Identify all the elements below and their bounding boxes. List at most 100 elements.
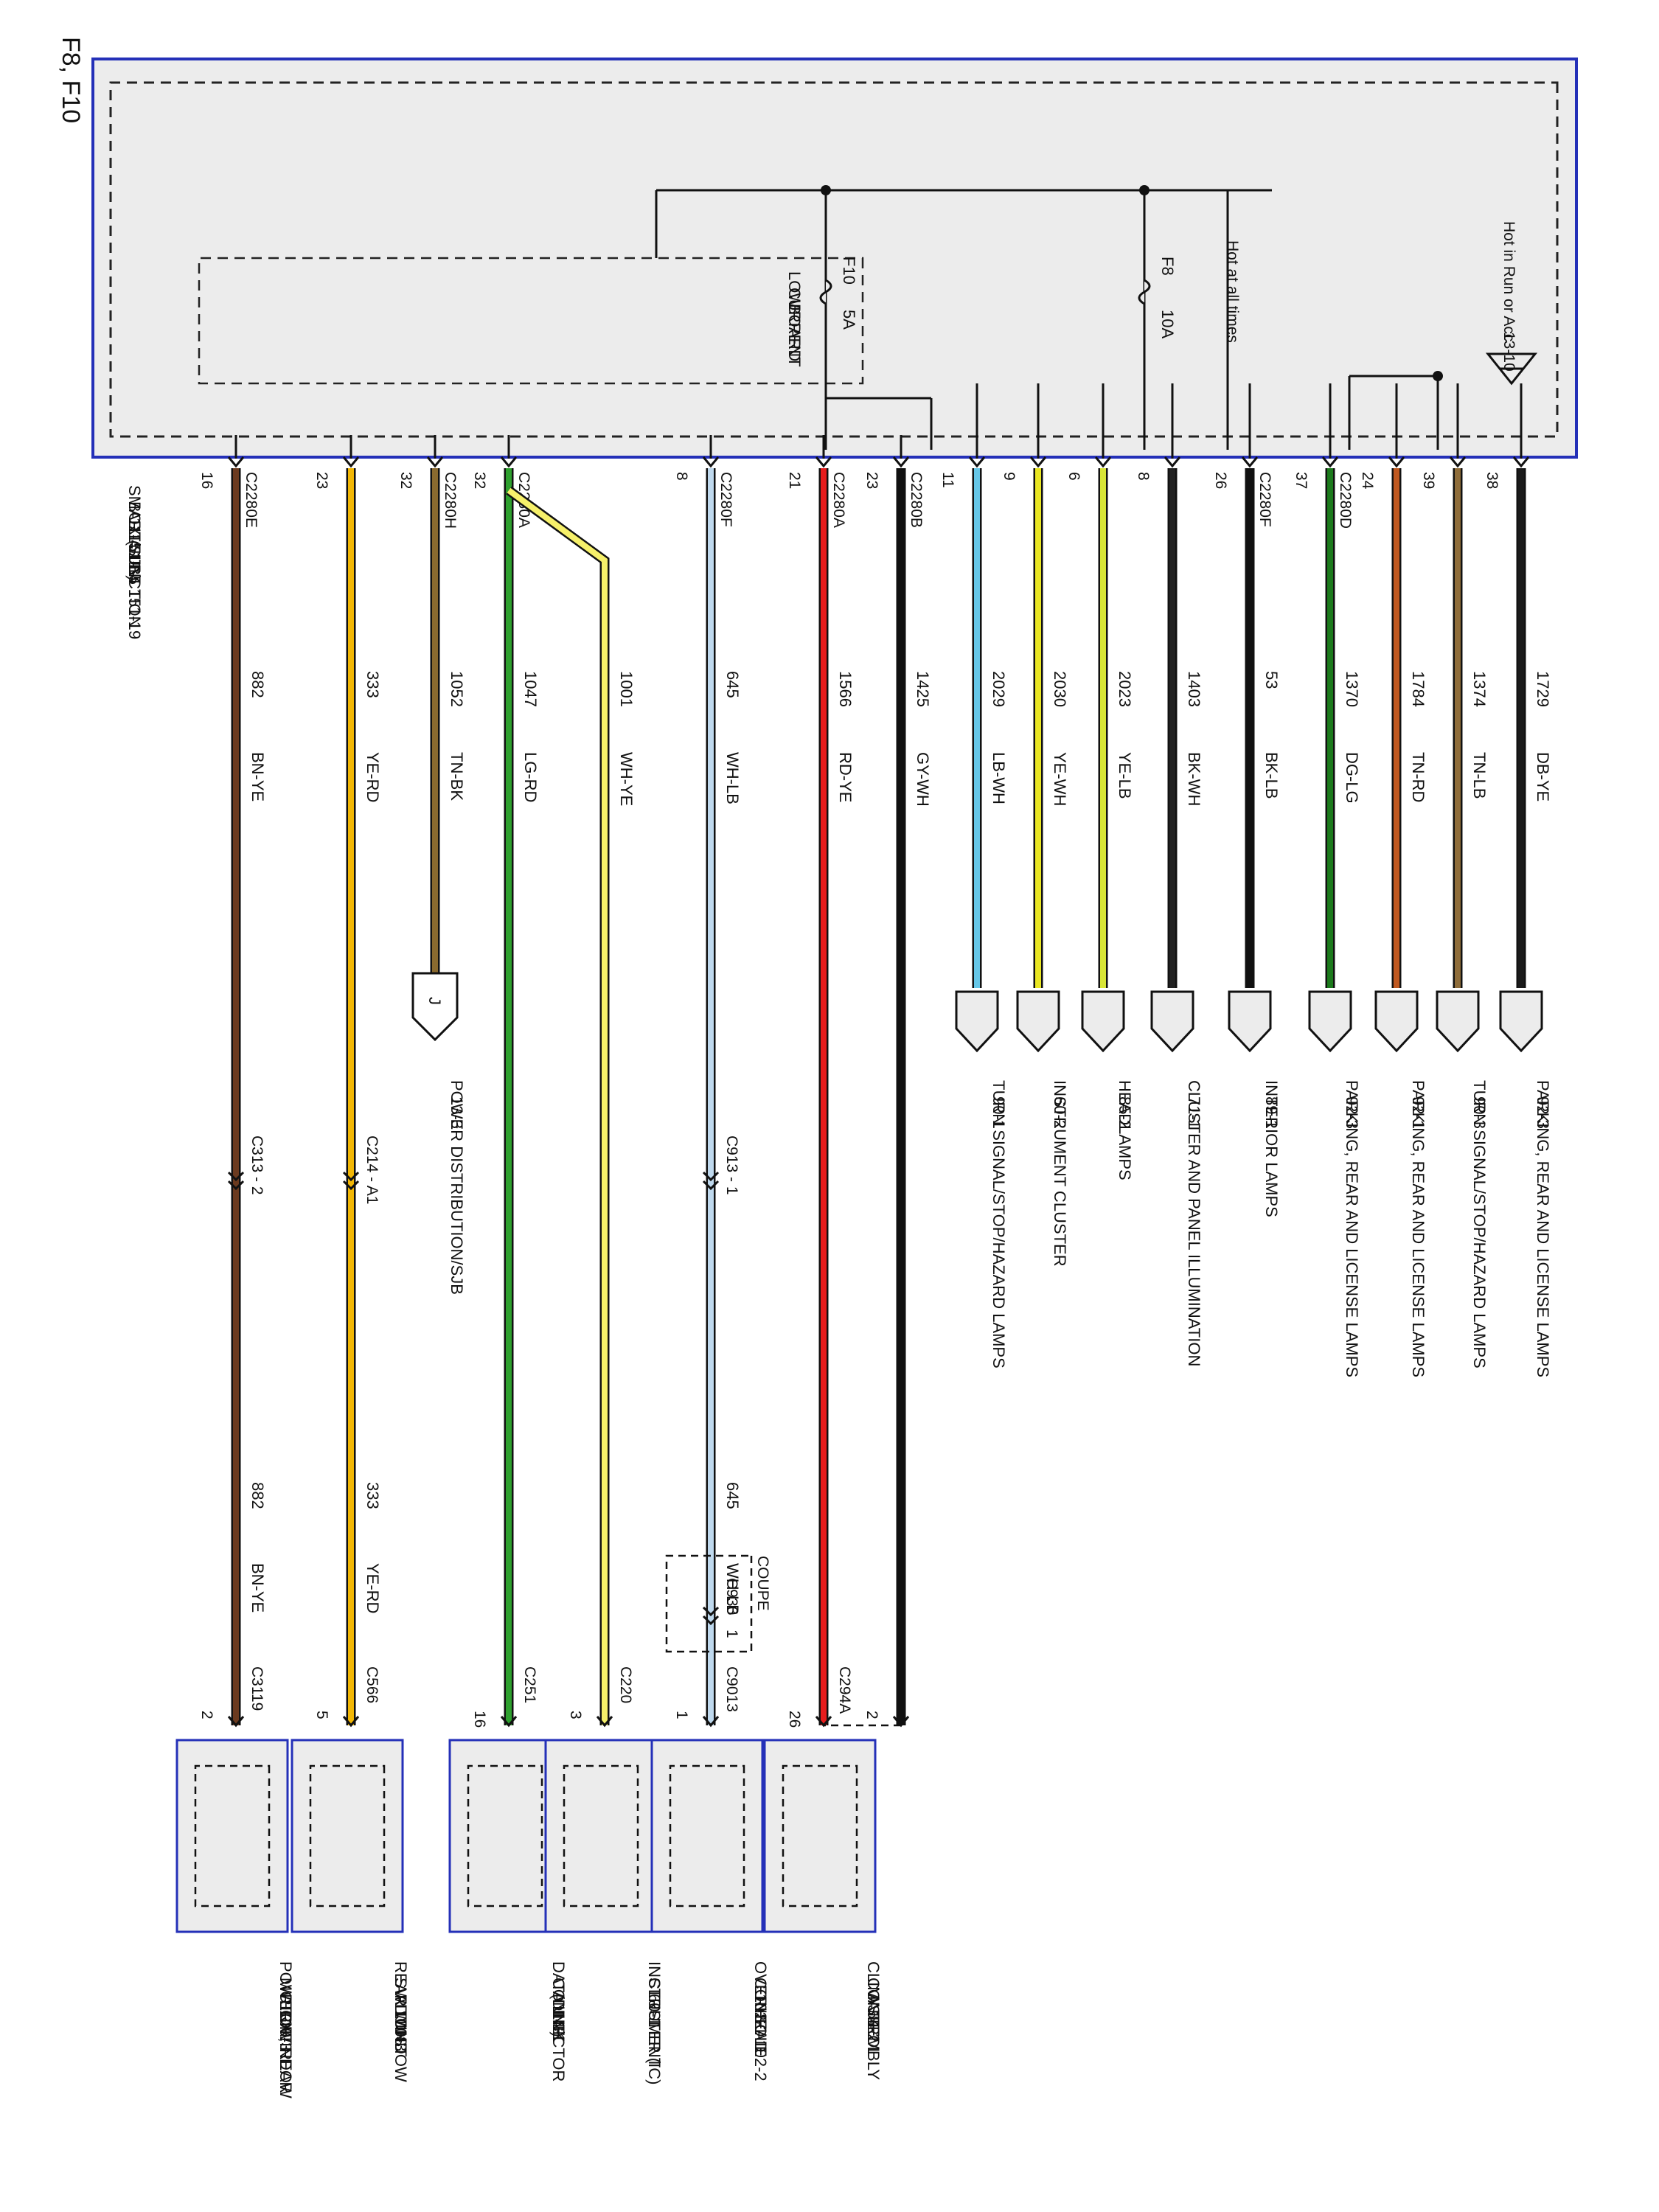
component-inner	[467, 1764, 543, 1907]
wire-color-label-2: WH-LB	[723, 1563, 742, 1615]
destination-label: 92-1	[1409, 1096, 1427, 1129]
component-label: REAR WINDOW	[392, 1961, 410, 2082]
component-label: OVERHEAD	[751, 1961, 770, 2052]
circuit-number: 1047	[521, 671, 540, 707]
svg-text:10A: 10A	[1158, 310, 1177, 338]
coupe-pin: 1	[723, 1630, 740, 1638]
destination-label: INTERIOR LAMPS	[1262, 1080, 1281, 1217]
component-label: 100-3	[276, 2010, 295, 2051]
svg-text:BOARD: BOARD	[785, 304, 804, 361]
end-pin-arrow-4	[596, 1716, 613, 1728]
wire-color-label: BN-YE	[248, 752, 267, 801]
svg-text:5A: 5A	[840, 310, 858, 330]
circuit-number: 333	[364, 671, 382, 698]
connector-label: C2280B	[908, 472, 925, 528]
splice-run-acc	[1433, 371, 1443, 381]
destination-label: CLUSTER AND PANEL ILLUMINATION	[1185, 1080, 1203, 1366]
pin-arrow-7	[1449, 456, 1467, 468]
jump-connector	[411, 972, 459, 1042]
destination-label: 60-2	[1051, 1096, 1069, 1129]
component-label: MOTOR,	[276, 1978, 295, 2042]
wire-color-label: GY-WH	[914, 752, 932, 807]
component-box	[175, 1739, 289, 1933]
component-inner	[309, 1764, 386, 1907]
destination-arrow	[1308, 990, 1352, 1053]
coupe-connector: C930	[723, 1578, 740, 1615]
svg-text:BOX (SJB): BOX (SJB)	[125, 501, 144, 581]
wire-color-label: DB-YE	[1534, 752, 1552, 801]
svg-text:13-10: 13-10	[1500, 332, 1517, 372]
component-label: ASSEMBLY	[864, 1994, 883, 2080]
end-connector-label: C251	[521, 1666, 538, 1703]
pin-arrow-0	[968, 456, 986, 468]
end-pin-number: 2	[863, 1711, 880, 1719]
wire-color-label-2: BN-YE	[248, 1563, 267, 1613]
component-label: 54-2	[864, 2010, 883, 2042]
end-pin-number: 3	[567, 1711, 584, 1719]
coupe-inline-b	[702, 1615, 720, 1626]
circuit-number: 2023	[1116, 671, 1134, 707]
svg-text:F8: F8	[1158, 257, 1177, 276]
end-pin-arrow-0	[227, 1716, 245, 1728]
inline-connector-1-a	[342, 1171, 360, 1182]
destination-arrow	[1081, 990, 1125, 1053]
fuse-f10: F10 5A	[819, 257, 858, 330]
pin-number: 38	[1484, 472, 1500, 489]
destination-label: HEADLAMPS	[1116, 1080, 1134, 1180]
circuit-number: 1403	[1185, 671, 1203, 707]
svg-text:151-14 151-19: 151-14 151-19	[125, 534, 144, 639]
end-connector-label: C220	[617, 1666, 634, 1703]
destination-arrow	[1016, 990, 1060, 1053]
wire-color-label: WH-LB	[723, 752, 742, 804]
inline-connector-label: C313 - 2	[248, 1135, 265, 1195]
destination-label: TURN SIGNAL/STOP/HAZARD LAMPS	[1470, 1080, 1489, 1368]
component-label: 60-1	[645, 1994, 664, 2026]
component-box	[763, 1739, 877, 1933]
component-label: ADJUST	[392, 1994, 410, 2057]
circuit-number: 2029	[990, 671, 1008, 707]
pin-number: 8	[1135, 472, 1152, 481]
destination-arrow	[1228, 990, 1272, 1053]
destination-label: INSTRUMENT CLUSTER	[1051, 1080, 1069, 1267]
wire-color-label-2: YE-RD	[364, 1563, 382, 1613]
component-label: INSTRUMENT	[645, 1961, 664, 2067]
pin-number: 26	[1212, 472, 1229, 489]
destination-label: 90-3	[1470, 1096, 1489, 1129]
circuit-number-2: 333	[364, 1482, 382, 1509]
wire-color-label: YE-LB	[1116, 752, 1134, 799]
connector-label: C2280A	[830, 472, 847, 528]
svg-text:LOW: LOW	[785, 271, 804, 308]
pin-number: 24	[1359, 472, 1376, 490]
inline-connector-label: C214 - A1	[364, 1135, 380, 1204]
component-label: POWER WINDOW	[276, 1961, 295, 2098]
jump-letter: J	[425, 997, 444, 1005]
svg-text:CURRENT: CURRENT	[785, 288, 804, 367]
destination-label: 90-1	[990, 1096, 1008, 1129]
pin-number: 23	[313, 472, 330, 489]
destination-label: 92-3	[1343, 1096, 1361, 1129]
pin-number: 37	[1293, 472, 1310, 489]
end-pin-number: 16	[471, 1711, 488, 1728]
destination-label: 85-2	[1116, 1096, 1134, 1129]
component-inner	[669, 1764, 745, 1907]
wire-color-label: YE-WH	[1051, 752, 1069, 806]
pin-number: 16	[198, 472, 215, 489]
end-pin-arrow-5	[702, 1716, 720, 1728]
connector-label: C2280F	[717, 472, 734, 527]
circuit-number-2: 882	[248, 1482, 267, 1509]
pin-number: 21	[786, 472, 803, 489]
component-label: CONTROL	[864, 1978, 883, 2057]
sjb-title: SMART JUNCTION BOX (SJB) 11-4 11-5 151-1…	[125, 485, 144, 639]
